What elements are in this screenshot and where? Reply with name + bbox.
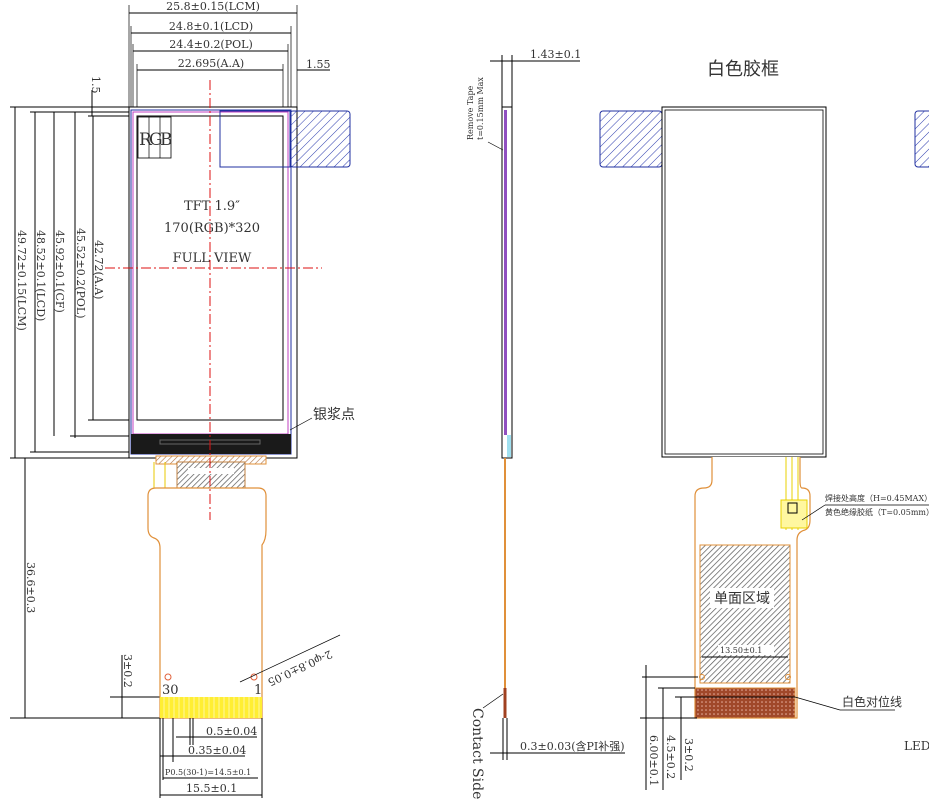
dim-pol-height: 45.52±0.2(POL) [74, 228, 87, 319]
dim-lcm-width: 25.8±0.15(LCM) [166, 0, 260, 13]
gold-fingers[interactable] [160, 697, 262, 718]
pin-1-label: 1 [254, 683, 262, 698]
pin-30-label: 30 [162, 683, 179, 698]
single-side-label: 单面区域 [714, 591, 770, 607]
hole-right-back [785, 674, 791, 680]
panel-view-text: FULL VIEW [173, 251, 252, 266]
dim-thickness: 1.43±0.1 [530, 48, 581, 61]
fpc-neck-label-box [188, 468, 234, 474]
align-leader [794, 696, 841, 711]
dim-fpc-thickness: 0.3±0.03(含PI补强) [520, 739, 625, 753]
side-dimension-lines [490, 55, 625, 760]
rgb-g: G [149, 130, 163, 150]
panel-resolution-text: 170(RGB)*320 [164, 221, 260, 236]
rgb-r: R [139, 130, 153, 150]
dim-pin-gap: 0.35±0.04 [188, 744, 246, 757]
single-side-area [699, 544, 791, 684]
remove-tape-label: Remove Tape [466, 85, 475, 140]
front-view: 25.8±0.15(LCM) 24.8±0.1(LCD) 24.4±0.2(PO… [10, 0, 355, 798]
tape-note: 黄色绝缘胶纸（T=0.05mm） [825, 507, 929, 517]
contact-side-leader [482, 693, 504, 709]
silver-paste-label: 银浆点 [313, 407, 355, 423]
dim-lcd-height: 48.52±0.1(LCD) [34, 230, 47, 321]
solder-leader [801, 504, 826, 521]
polarizer-side [504, 110, 507, 435]
dim-4-5: 4.5±0.2 [664, 735, 677, 779]
backlight-tab-back [599, 110, 663, 168]
solder-pad [787, 502, 798, 514]
lcm-outline [128, 106, 298, 459]
back-view: 白色胶框 焊接处高度（H=0.45MAX） 黄色绝缘胶纸（T=0.05mm） 单… [599, 59, 929, 790]
tape-leader [487, 141, 504, 151]
dim-pin-width: 0.5±0.04 [206, 725, 257, 738]
dim-3: 3±0.2 [682, 738, 695, 772]
dim-fpc-length: 36.6±0.3 [24, 562, 37, 613]
dim-lcd-width: 24.8±0.1(LCD) [169, 20, 253, 33]
silver-paste-leader [289, 417, 313, 431]
backlight-tab [289, 110, 351, 168]
alignment-hole-left [164, 673, 172, 681]
dim-stiffener-width: 13.50±0.1 [720, 646, 762, 655]
single-side-label-bg [710, 588, 774, 608]
white-frame [661, 106, 827, 458]
side-view: 1.43±0.1 Remove Tape t=0.15mm Max Contac… [466, 48, 625, 799]
dim-6: 6.00±0.1 [647, 735, 660, 786]
dim-right-margin: 1.55 [306, 58, 331, 71]
back-dimension-lines [640, 665, 698, 790]
solder-height-note: 焊接处高度（H=0.45MAX） [825, 493, 929, 503]
dim-aa-width: 22.695(A.A) [178, 57, 244, 70]
tape-thickness-label: t=0.15mm Max [476, 77, 485, 140]
dim-pitch-total: P0.5(30-1)=14.5±0.1 [165, 768, 251, 777]
leda-label: LEDA [904, 739, 929, 753]
stiffener-label-bg [718, 645, 774, 655]
rgb-indicator: R G B [137, 116, 173, 159]
left-dimension-lines [10, 106, 160, 719]
rgb-b: B [160, 130, 173, 150]
dim-top-margin: 1.5 [89, 76, 102, 94]
stiffener-area [694, 687, 796, 719]
dim-lcm-height: 49.72±0.15(LCM) [15, 230, 28, 331]
adjacent-tab [914, 110, 929, 168]
insulation-tape [780, 499, 808, 529]
dim-cf-height: 45.92±0.1(CF) [53, 230, 66, 313]
dim-aa-height: 42.72(A.A) [92, 240, 105, 299]
dim-pol-width: 24.4±0.2(POL) [169, 38, 253, 51]
frame-inner [664, 109, 824, 455]
contact-side-label: Contact Side [469, 708, 485, 799]
top-extension-lines [128, 5, 298, 116]
bottom-dimension-lines [159, 718, 263, 798]
dim-finger-length: 3±0.2 [121, 654, 134, 688]
panel-size-text: TFT 1.9″ [184, 199, 240, 214]
hole-left-back [699, 674, 705, 680]
glass-side [507, 435, 511, 457]
align-line-label: 白色对位线 [842, 694, 902, 709]
dim-fpc-width: 15.5±0.1 [186, 782, 237, 795]
fpc-neck [176, 461, 246, 489]
fpc-body [147, 487, 267, 719]
hole-leader [239, 634, 341, 683]
back-view-title: 白色胶框 [707, 59, 779, 80]
